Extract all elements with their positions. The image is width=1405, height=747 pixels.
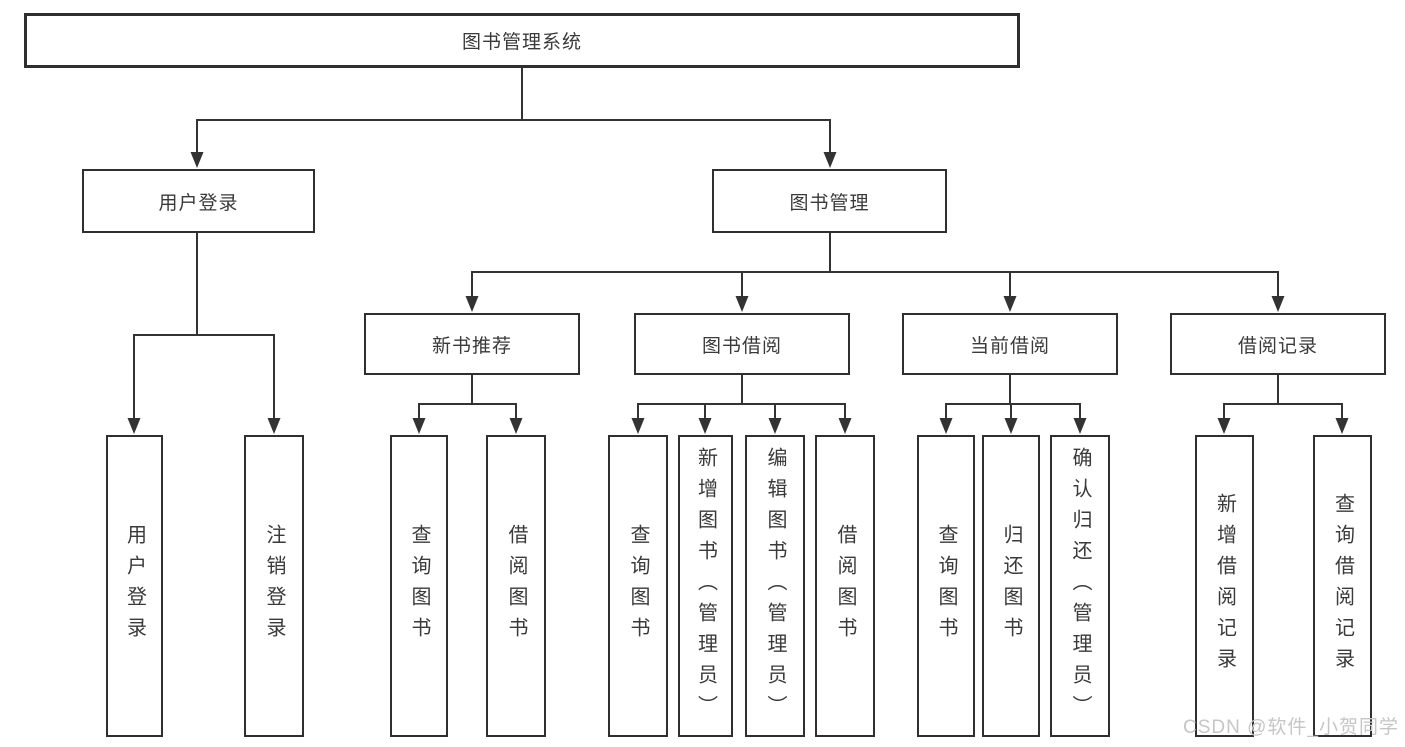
node-label: 用户登录	[158, 192, 239, 214]
node-new-book-recommend: 新书推荐	[364, 313, 580, 375]
leaf-borrow-books-1: 借阅图书	[486, 435, 546, 737]
leaf-user-login: 用户登录	[106, 435, 163, 737]
node-label: 新书推荐	[431, 335, 512, 357]
leaf-edit-books-admin: 编辑图书（管理员）	[745, 435, 805, 737]
csdn-watermark: CSDN @软件_小贺同学	[1183, 717, 1399, 738]
leaf-logout-login: 注销登录	[244, 435, 304, 737]
node-label: 确认归还（管理员）	[1069, 446, 1091, 726]
node-label: 查询借阅记录	[1331, 493, 1354, 679]
node-label: 查询图书	[935, 524, 957, 648]
node-user-login: 用户登录	[82, 169, 315, 233]
leaf-return-books: 归还图书	[982, 435, 1040, 737]
leaf-add-borrow-record: 新增借阅记录	[1195, 435, 1254, 737]
node-label: 借阅图书	[834, 524, 856, 648]
leaf-query-books-1: 查询图书	[390, 435, 448, 737]
node-label: 新增借阅记录	[1213, 493, 1236, 679]
leaf-confirm-return-admin: 确认归还（管理员）	[1050, 435, 1110, 737]
leaf-add-books-admin: 新增图书（管理员）	[678, 435, 733, 737]
node-label: 当前借阅	[969, 335, 1050, 357]
node-book-management: 图书管理	[712, 169, 947, 233]
leaf-query-borrow-record: 查询借阅记录	[1313, 435, 1372, 737]
node-label: 新增图书（管理员）	[694, 446, 717, 726]
node-borrow-records: 借阅记录	[1170, 313, 1386, 375]
node-label: 借阅记录	[1237, 335, 1318, 357]
node-label: 图书管理	[789, 192, 870, 214]
node-label: 注销登录	[263, 524, 285, 648]
node-label: 图书管理系统	[461, 32, 582, 53]
node-label: 查询图书	[408, 524, 430, 648]
leaf-query-books-3: 查询图书	[917, 435, 975, 737]
node-label: 图书借阅	[701, 335, 782, 357]
node-book-borrow: 图书借阅	[634, 313, 850, 375]
leaf-query-books-2: 查询图书	[608, 435, 668, 737]
leaf-borrow-books-2: 借阅图书	[815, 435, 875, 737]
node-label: 查询图书	[627, 524, 649, 648]
node-current-borrow: 当前借阅	[902, 313, 1118, 375]
node-label: 归还图书	[1000, 524, 1022, 648]
node-root-library-management-system: 图书管理系统	[24, 13, 1020, 68]
node-label: 借阅图书	[505, 524, 527, 648]
node-label: 用户登录	[123, 524, 146, 648]
node-label: 编辑图书（管理员）	[764, 446, 786, 726]
